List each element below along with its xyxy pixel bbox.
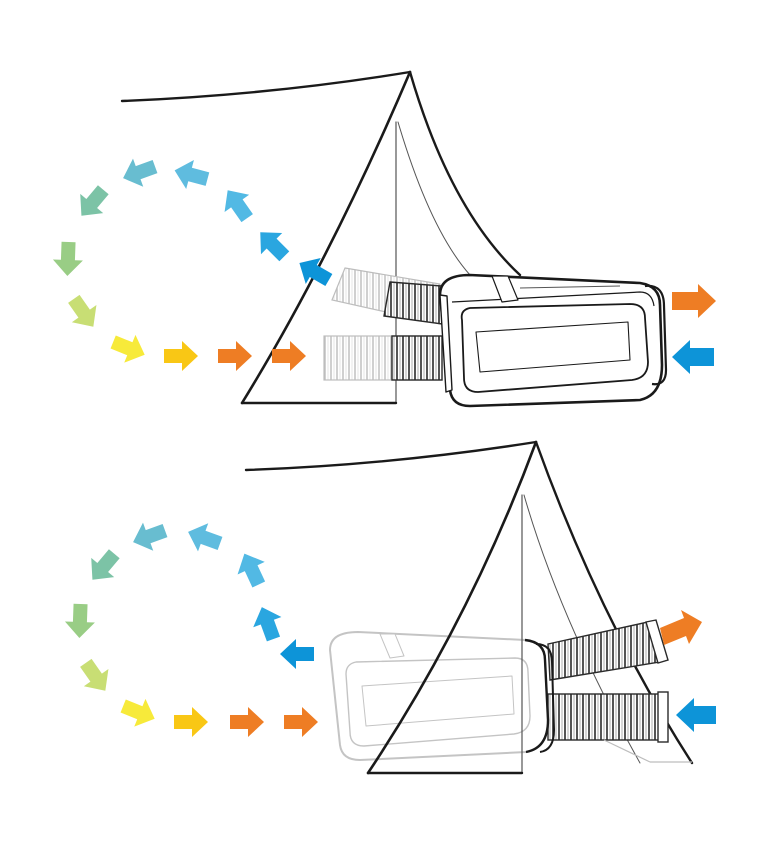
air-conditioner-edge [524,638,555,754]
panel-bottom [64,440,716,775]
airflow-arrow-icon [272,341,306,371]
panel-top [52,70,716,408]
airflow-arrow-icon [110,334,145,363]
airflow-arrow-icon [120,698,155,727]
airflow-arrow-icon [123,158,158,187]
airflow-arrow-icon [52,241,83,276]
airflow-arrow-icon [299,258,333,287]
airflow-arrow-icon [64,603,95,638]
exhaust-arrow-icon [672,284,716,318]
airflow-arrow-icon [133,522,168,551]
airflow-arrow-icon [174,707,208,737]
airflow-arrows-top [52,158,333,371]
airflow-arrow-icon [237,553,266,588]
airflow-arrow-icon [253,607,282,642]
airflow-arrow-icon [280,639,314,669]
airflow-arrows-bottom [64,522,318,737]
airflow-arrow-icon [68,294,97,327]
tent-icon [244,440,694,775]
airflow-arrow-icon [224,190,253,223]
airflow-arrow-icon [91,549,120,580]
tent-icon [120,70,522,405]
intake-arrow-icon [676,698,716,732]
airflow-arrow-icon [284,707,318,737]
hose-icon [323,267,443,381]
airflow-arrow-icon [260,232,290,262]
airflow-arrow-icon [80,658,109,691]
airflow-arrow-icon [174,159,210,189]
air-conditioner-icon-faded [329,631,549,761]
airflow-arrow-icon [80,185,109,216]
hose-icon [547,619,692,763]
exhaust-arrow-icon [660,610,702,645]
air-conditioner-icon [438,273,668,408]
airflow-arrow-icon [188,523,223,552]
airflow-arrow-icon [164,341,198,371]
airflow-arrow-icon [218,341,252,371]
intake-arrow-icon [672,340,714,374]
airflow-arrow-icon [230,707,264,737]
